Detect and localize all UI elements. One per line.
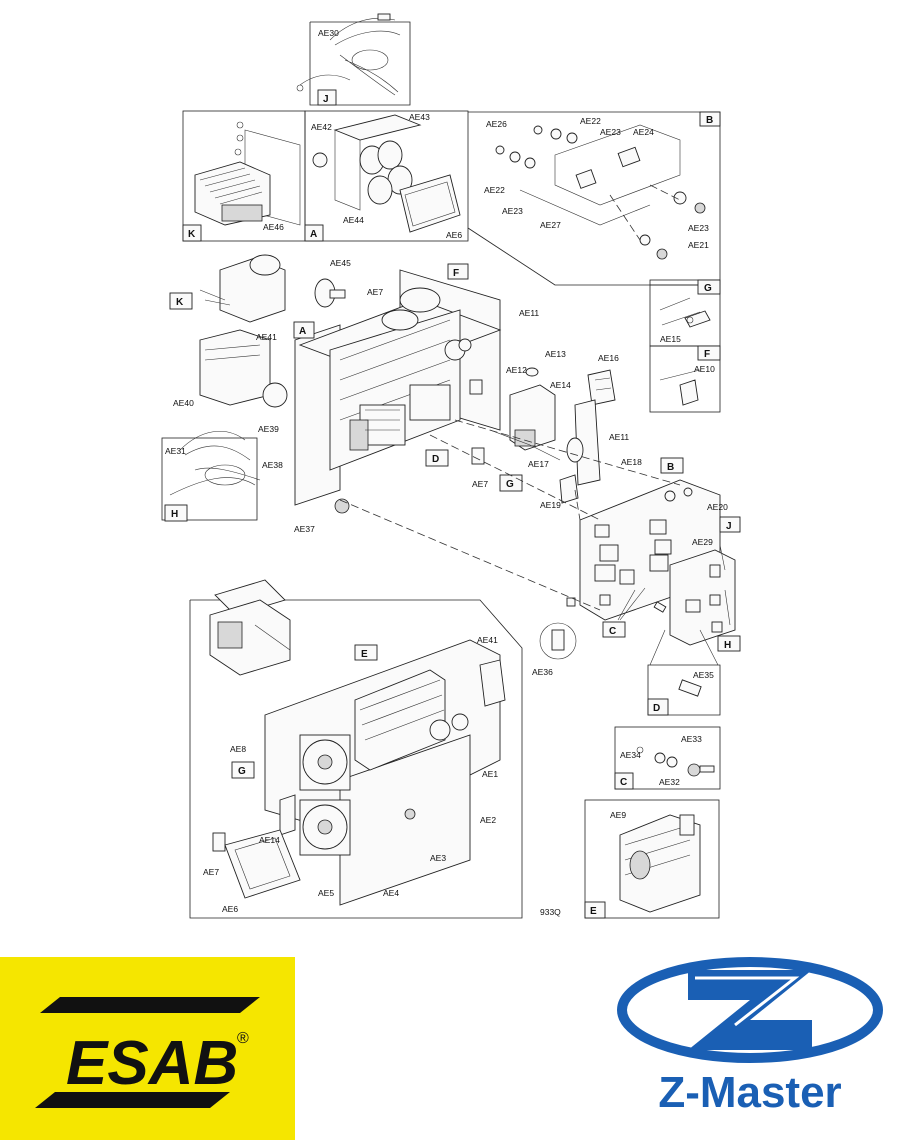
inset-ae36: [539, 622, 577, 660]
exploded-parts-diagram: AE30 J AE26 AE22 AE23 AE24 AE22 AE23 AE2…: [161, 13, 741, 919]
box-d-main: D: [432, 454, 439, 465]
label-ae34: AE34: [620, 750, 641, 760]
label-ae14-lower: AE14: [259, 835, 280, 845]
label-ae33: AE33: [681, 734, 702, 744]
label-ae41-lower: AE41: [477, 635, 498, 645]
esab-wordmark: ESAB: [66, 1029, 238, 1098]
label-ae42: AE42: [311, 122, 332, 132]
box-b-right: B: [667, 462, 674, 473]
label-ae24: AE24: [633, 127, 654, 137]
label-ae10: AE10: [694, 364, 715, 374]
label-ae13: AE13: [545, 349, 566, 359]
label-ae37: AE37: [294, 524, 315, 534]
box-c-inset: C: [620, 777, 627, 788]
label-ae14-upper: AE14: [550, 380, 571, 390]
inset-b-fasteners: [467, 111, 721, 286]
label-ae23-right: AE23: [688, 223, 709, 233]
inset-d-standoff: [647, 629, 721, 716]
box-e-inset: E: [590, 906, 597, 917]
label-933q: 933Q: [540, 907, 561, 917]
inset-j-cable: [296, 13, 411, 106]
box-f-inset: F: [704, 349, 710, 360]
label-ae23-mid: AE23: [502, 206, 523, 216]
label-ae30: AE30: [318, 28, 339, 38]
label-ae43: AE43: [409, 112, 430, 122]
label-ae36: AE36: [532, 667, 553, 677]
label-ae19: AE19: [540, 500, 561, 510]
box-e-main: E: [361, 649, 368, 660]
label-ae45: AE45: [330, 258, 351, 268]
label-ae15: AE15: [660, 334, 681, 344]
label-ae20: AE20: [707, 502, 728, 512]
box-k-main: K: [176, 297, 184, 308]
label-ae22-top: AE22: [580, 116, 601, 126]
zmaster-wordmark: Z-Master: [658, 1068, 842, 1117]
label-ae21: AE21: [688, 240, 709, 250]
label-ae3: AE3: [430, 853, 446, 863]
main-upper-assembly: [169, 254, 616, 514]
box-c-right: C: [609, 626, 616, 637]
lower-main-assembly: [189, 579, 523, 919]
inset-c-screws: [614, 726, 721, 790]
label-ae6-lower: AE6: [222, 904, 238, 914]
box-g-inset: G: [704, 283, 712, 294]
box-j-right: J: [726, 521, 732, 532]
label-ae38: AE38: [262, 460, 283, 470]
label-ae23-top: AE23: [600, 127, 621, 137]
label-ae29: AE29: [692, 537, 713, 547]
inset-g-f-brackets: [649, 279, 721, 413]
label-ae26: AE26: [486, 119, 507, 129]
label-ae40: AE40: [173, 398, 194, 408]
label-ae5: AE5: [318, 888, 334, 898]
box-h-left: H: [171, 509, 178, 520]
box-j-top: J: [323, 94, 329, 105]
box-g-main: G: [506, 479, 514, 490]
label-ae7-lower: AE7: [203, 867, 219, 877]
label-ae7-mid: AE7: [472, 479, 488, 489]
box-a-inset: A: [310, 229, 317, 240]
label-ae41-upper: AE41: [256, 332, 277, 342]
label-ae9: AE9: [610, 810, 626, 820]
label-ae11-upper: AE11: [519, 308, 539, 318]
label-ae1: AE1: [482, 769, 498, 779]
label-ae2: AE2: [480, 815, 496, 825]
box-f-main: F: [453, 268, 459, 279]
label-ae31: AE31: [165, 446, 186, 456]
label-ae8: AE8: [230, 744, 246, 754]
box-d-inset: D: [653, 703, 660, 714]
label-ae6-top: AE6: [446, 230, 462, 240]
inset-e-transformer: [584, 799, 720, 919]
pcb-assembly: [339, 419, 736, 646]
label-ae7-upper: AE7: [367, 287, 383, 297]
box-a-main: A: [299, 326, 306, 337]
box-k-inset: K: [188, 229, 196, 240]
label-ae39: AE39: [258, 424, 279, 434]
label-ae27: AE27: [540, 220, 561, 230]
inset-k-transformer: [182, 110, 306, 242]
label-ae18: AE18: [621, 457, 642, 467]
label-ae11-right: AE11: [609, 432, 629, 442]
box-g-lower: G: [238, 766, 246, 777]
label-ae22-bottom: AE22: [484, 185, 505, 195]
label-ae4: AE4: [383, 888, 399, 898]
label-ae46: AE46: [263, 222, 284, 232]
box-h-right: H: [724, 640, 731, 651]
label-ae32: AE32: [659, 777, 680, 787]
box-b: B: [706, 115, 713, 126]
inset-a-capacitors: [304, 110, 469, 242]
label-ae44: AE44: [343, 215, 364, 225]
label-ae12: AE12: [506, 365, 527, 375]
label-ae35: AE35: [693, 670, 714, 680]
esab-registered-mark: ®: [237, 1030, 249, 1047]
esab-logo: ESAB ®: [0, 957, 295, 1140]
zmaster-logo: Z-Master: [600, 950, 900, 1140]
label-ae17: AE17: [528, 459, 549, 469]
label-ae16: AE16: [598, 353, 619, 363]
